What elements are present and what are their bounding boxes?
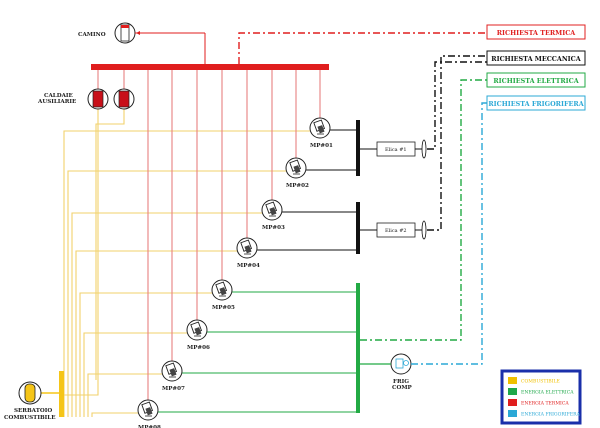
engine-icon — [313, 119, 326, 135]
tank-label-1: SERBATOIO — [14, 408, 52, 414]
engine-label: MP#02 — [286, 183, 309, 189]
boiler-icon — [118, 90, 130, 108]
boilers-label-1: CALDAIE — [44, 93, 73, 99]
fuel-tank-icon — [24, 383, 36, 403]
frig-label-1: FRIG — [393, 379, 409, 385]
legend-label: ENERGIA FRIGORIFERA — [521, 412, 581, 418]
frig-compressor: FRIG COMP — [390, 353, 413, 391]
request-box-4: RICHIESTA FRIGORIFERA — [486, 95, 586, 111]
legend-item-1: COMBUSTIBILE — [508, 377, 560, 385]
cooling-request-line — [411, 102, 487, 365]
fuel-line-engine-4 — [75, 250, 237, 417]
propeller-1-label: Elica #1 — [385, 147, 407, 153]
propeller-icon — [421, 220, 427, 240]
engine-7: MP#07 — [161, 360, 185, 392]
electric-bus — [356, 283, 360, 413]
engine-icon — [215, 281, 228, 297]
fuel-lines-layer — [41, 109, 310, 417]
fuel-line-engine-5 — [79, 292, 212, 417]
engine-5: MP#05 — [211, 279, 235, 311]
request-label: RICHIESTA ELETTRICA — [493, 77, 579, 85]
mechanical-request-line-1 — [427, 61, 487, 150]
request-box-frame — [486, 50, 586, 66]
shaft-bar-2 — [356, 202, 360, 254]
mechanical-lines-layer — [257, 129, 356, 251]
propeller-1: Elica #1 — [360, 139, 427, 159]
fuel-line-engine-6 — [83, 332, 187, 417]
auxiliary-boilers: CALDAIE AUSILIARIE — [37, 88, 135, 110]
engine-icon — [265, 201, 278, 217]
chimney-icon — [120, 24, 130, 42]
engine-icon — [289, 159, 302, 175]
request-label: RICHIESTA TERMICA — [497, 29, 577, 37]
request-label: RICHIESTA FRIGORIFERA — [488, 100, 584, 108]
engine-icon — [165, 362, 178, 378]
engine-icon — [190, 321, 203, 337]
thermal-lines-layer — [97, 70, 321, 400]
legend-swatch — [508, 399, 517, 406]
request-boxes: RICHIESTA TERMICA RICHIESTA MECCANICA RICH… — [486, 24, 586, 111]
fuel-line-engine-7 — [87, 373, 162, 417]
fuel-line-boiler-2 — [95, 109, 125, 380]
fuel-line-engine-1 — [63, 130, 310, 417]
shaft-bar-1 — [356, 120, 360, 176]
request-label: RICHIESTA MECCANICA — [491, 55, 581, 63]
frig-label-2: COMP — [392, 385, 413, 391]
engine-label: MP#03 — [262, 225, 285, 231]
engine-icon — [141, 401, 154, 417]
legend-item-4: ENERGIA FRIGORIFERA — [508, 410, 581, 418]
request-box-2: RICHIESTA MECCANICA — [486, 50, 586, 66]
fuel-tank: SERBATOIO COMBUSTIBILE — [4, 381, 55, 421]
electric-request-line — [360, 79, 487, 341]
engine-4: MP#04 — [236, 237, 260, 269]
boilers-label-2: AUSILIARIE — [37, 99, 76, 105]
legend-label: ENERGIA TERMICA — [521, 401, 569, 407]
request-box-frame — [486, 24, 586, 40]
engine-label: MP#04 — [237, 263, 260, 269]
thermal-header-bus — [91, 64, 329, 70]
chimney-label: CAMINO — [78, 32, 106, 38]
legend: COMBUSTIBILE ENERGIA ELETTRICA ENERGIA TER… — [500, 369, 582, 425]
engine-label: MP#06 — [187, 345, 210, 351]
legend-label: ENERGIA ELETTRICA — [521, 390, 574, 396]
fuel-line-engine-8 — [91, 412, 138, 417]
request-box-3: RICHIESTA ELETTRICA — [486, 72, 586, 88]
engine-label: MP#05 — [212, 305, 235, 311]
engine-2: MP#02 — [285, 157, 309, 189]
engine-label: MP#07 — [162, 386, 185, 392]
legend-swatch — [508, 410, 517, 417]
thermal-request-line — [238, 32, 487, 64]
request-box-1: RICHIESTA TERMICA — [486, 24, 586, 40]
legend-item-3: ENERGIA TERMICA — [508, 399, 569, 407]
chimney: CAMINO — [78, 22, 136, 44]
legend-swatch — [508, 388, 517, 395]
engine-icon — [240, 239, 253, 255]
fuel-line-boiler-1 — [64, 109, 99, 396]
engine-6: MP#06 — [186, 319, 210, 351]
engine-3: MP#03 — [261, 199, 285, 231]
legend-label: COMBUSTIBILE — [521, 379, 560, 385]
fuel-manifold — [59, 371, 64, 417]
engine-label: MP#08 — [138, 425, 161, 428]
request-lines — [238, 32, 487, 365]
mechanical-request-line-2 — [427, 55, 487, 231]
legend-swatch — [508, 377, 517, 384]
propeller-2-label: Elica #2 — [385, 228, 407, 234]
chimney-arrow — [136, 31, 140, 35]
fuel-line-engine-2 — [67, 170, 286, 417]
boiler-icon — [92, 90, 104, 108]
fuel-line-engine-3 — [71, 212, 262, 417]
legend-item-2: ENERGIA ELETTRICA — [508, 388, 574, 396]
propeller-icon — [421, 139, 427, 159]
engine-8: MP#08 — [137, 399, 161, 428]
compressor-icon — [395, 358, 409, 369]
engine-1: MP#01 — [309, 117, 333, 149]
engine-label: MP#01 — [310, 143, 333, 149]
propeller-2: Elica #2 — [360, 220, 427, 240]
tank-label-2: COMBUSTIBILE — [4, 415, 55, 421]
electric-lines-layer — [158, 291, 356, 413]
